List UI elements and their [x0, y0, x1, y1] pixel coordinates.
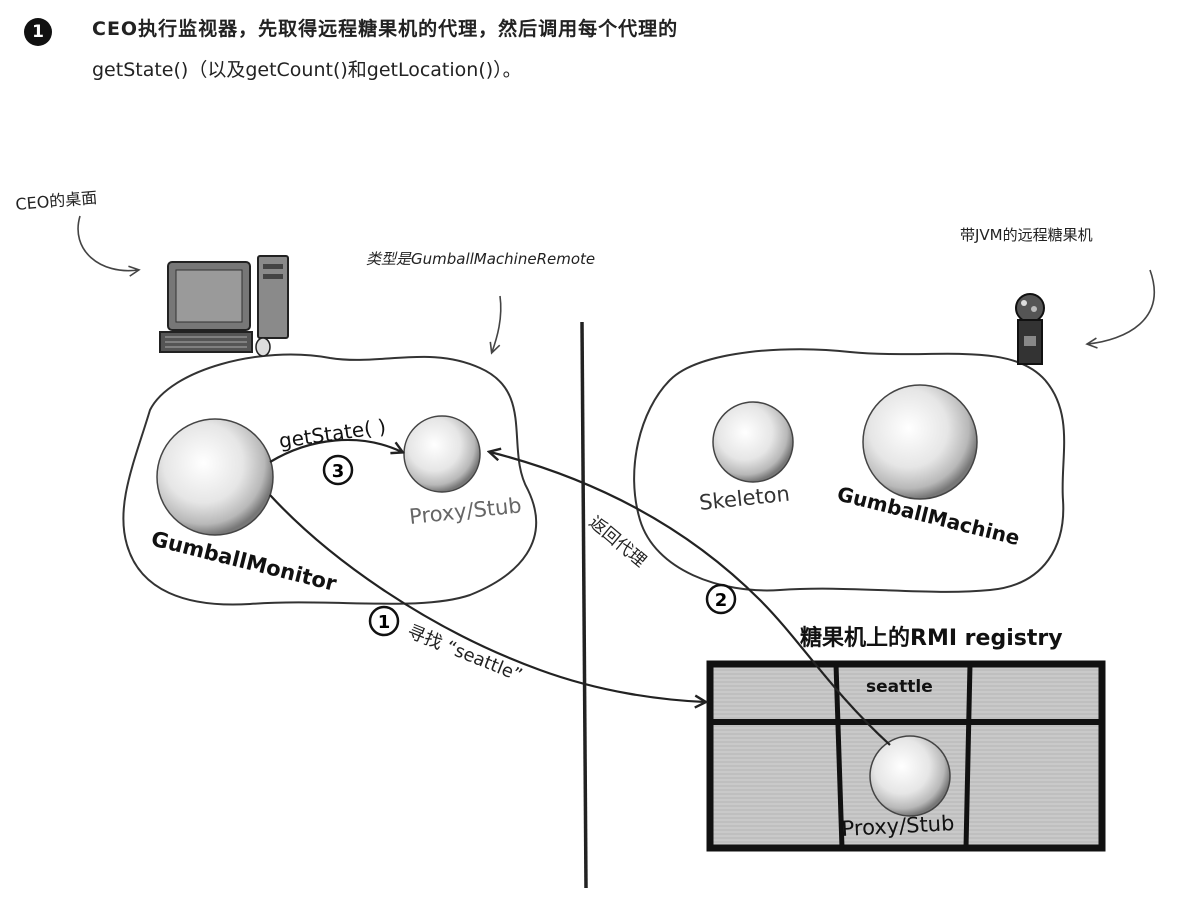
network-divider — [580, 321, 588, 889]
svg-text:1: 1 — [378, 612, 391, 633]
desktop-pointer-arrow — [77, 215, 141, 277]
step-3-marker: 3 — [322, 454, 354, 486]
gumball-monitor-label: GumballMonitor — [149, 527, 340, 596]
lookup-label: 寻找 “seattle” — [404, 621, 525, 686]
get-state-arrow — [269, 438, 402, 463]
step-number-badge: 1 — [24, 18, 52, 46]
rmi-registry-box — [706, 660, 1106, 852]
gumball-machine-icon — [1015, 293, 1045, 365]
proxy-stub-client-ball — [403, 415, 481, 493]
skeleton-label: Skeleton — [698, 482, 791, 515]
remote-jvm-pointer-arrow — [1085, 269, 1156, 349]
svg-text:3: 3 — [332, 461, 345, 482]
proxy-type-label: 类型是GumballMachineRemote — [366, 250, 595, 268]
skeleton-ball — [712, 401, 794, 483]
proxy-stub-client-label: Proxy/Stub — [408, 493, 523, 529]
caption-line-1: CEO执行监视器，先取得远程糖果机的代理，然后调用每个代理的 — [92, 18, 679, 40]
step-2-marker: 2 — [705, 583, 737, 615]
proxy-stub-registry-ball — [869, 735, 951, 817]
return-proxy-arrow — [490, 452, 891, 746]
gumball-machine-ball — [862, 384, 978, 500]
lookup-arrow — [269, 494, 705, 702]
ceo-jvm-blob — [122, 353, 538, 606]
proxy-stub-registry-label: Proxy/Stub — [841, 811, 955, 841]
svg-text:2: 2 — [715, 590, 728, 611]
registry-entry-seattle: seattle — [866, 677, 933, 697]
caption-line-2: getState()（以及getCount()和getLocation()）。 — [92, 59, 522, 81]
step-1-marker: 1 — [368, 605, 400, 637]
ceo-desktop-label: CEO的桌面 — [15, 188, 98, 214]
computer-icon — [159, 255, 289, 357]
remote-jvm-blob — [633, 348, 1066, 593]
get-state-label: getState( ) — [277, 414, 387, 453]
gumball-monitor-ball — [156, 418, 274, 536]
registry-title: 糖果机上的RMI registry — [800, 625, 1063, 651]
remote-jvm-label: 带JVM的远程糖果机 — [960, 226, 1093, 244]
proxy-type-pointer-arrow — [489, 295, 502, 355]
